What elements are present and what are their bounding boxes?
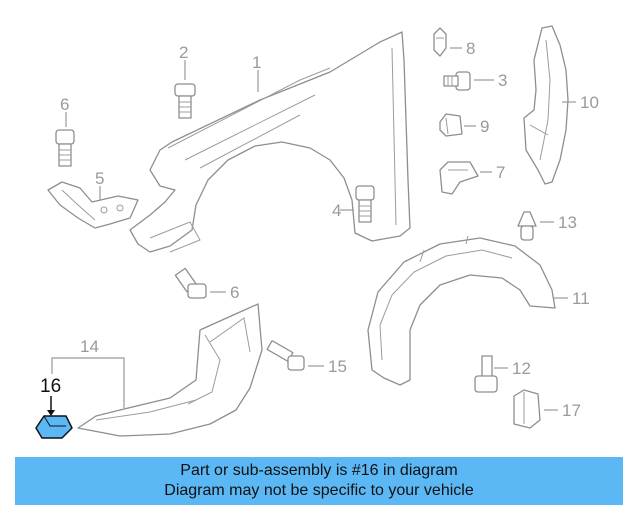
bracket-part-7[interactable] [439, 161, 479, 195]
leader-16-arrowhead [47, 410, 55, 416]
splash-shield-part-14[interactable] [77, 303, 263, 437]
callout-10[interactable]: 10 [580, 93, 599, 112]
callout-12[interactable]: 12 [512, 359, 531, 378]
info-banner: Part or sub-assembly is #16 in diagram D… [15, 457, 623, 505]
callout-3[interactable]: 3 [498, 71, 507, 90]
callout-11[interactable]: 11 [572, 289, 590, 308]
bolt-part-2[interactable] [174, 83, 196, 119]
callout-9[interactable]: 9 [480, 117, 489, 136]
bolt-part-6-lower[interactable] [174, 267, 207, 299]
callout-4[interactable]: 4 [332, 201, 341, 220]
clip-part-13[interactable] [517, 211, 537, 241]
callout-14[interactable]: 14 [80, 337, 99, 356]
callout-8[interactable]: 8 [466, 39, 475, 58]
callout-6-upper[interactable]: 6 [60, 95, 69, 114]
highlighted-part-16[interactable] [35, 415, 73, 439]
bolt-part-15[interactable] [266, 340, 305, 371]
clip-part-9[interactable] [439, 113, 463, 137]
bolt-part-4[interactable] [355, 185, 375, 223]
callout-16[interactable]: 16 [40, 376, 61, 397]
leader-14 [51, 357, 125, 408]
callout-5[interactable]: 5 [95, 169, 104, 188]
bolt-part-3[interactable] [443, 71, 471, 91]
fender-part-1[interactable] [129, 31, 411, 253]
callout-1[interactable]: 1 [252, 53, 261, 72]
seal-part-10[interactable] [523, 25, 569, 185]
bolt-part-6-upper[interactable] [55, 129, 75, 167]
banner-line-part-info: Part or sub-assembly is #16 in diagram [180, 462, 458, 479]
bracket-part-5[interactable] [47, 181, 139, 229]
callout-2[interactable]: 2 [179, 43, 188, 62]
callout-17[interactable]: 17 [562, 401, 581, 420]
clip-part-8[interactable] [433, 27, 447, 57]
retainer-part-17[interactable] [513, 389, 541, 429]
banner-line-disclaimer: Diagram may not be specific to your vehi… [164, 482, 474, 499]
callout-6-lower[interactable]: 6 [230, 283, 239, 302]
parts-diagram: 1 2 6 5 8 3 9 [35, 25, 599, 439]
bolt-part-12[interactable] [474, 355, 498, 393]
callout-7[interactable]: 7 [496, 163, 505, 182]
callout-13[interactable]: 13 [558, 213, 577, 232]
callout-15[interactable]: 15 [328, 357, 347, 376]
wheel-liner-part-11[interactable] [367, 235, 556, 386]
